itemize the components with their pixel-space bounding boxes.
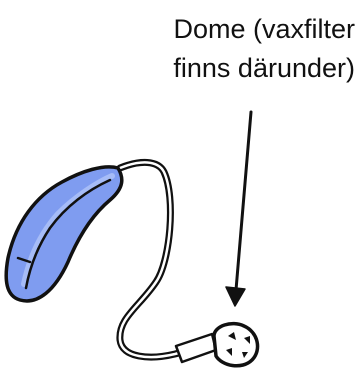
receiver-wire xyxy=(120,162,212,357)
dome-icon xyxy=(214,324,258,366)
arrow-down-icon xyxy=(226,112,251,306)
hearing-aid-icon xyxy=(6,167,122,301)
receiver-sleeve xyxy=(176,334,216,362)
